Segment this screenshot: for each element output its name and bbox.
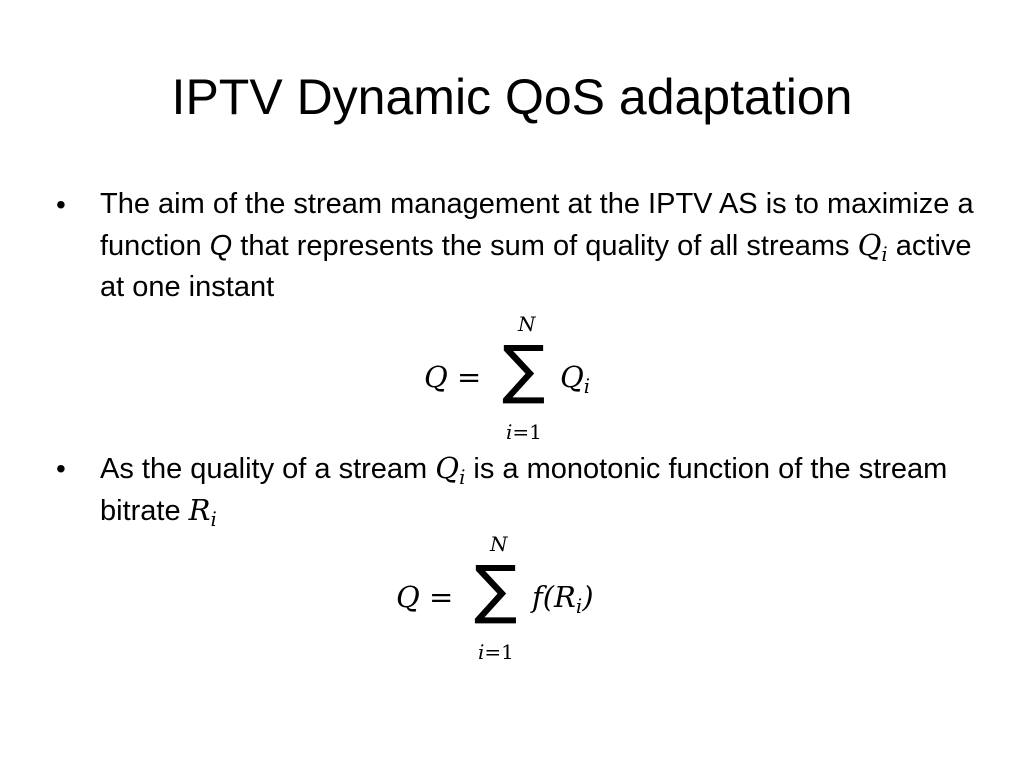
sum-index: i (506, 420, 513, 444)
math-base: f(R (532, 580, 576, 614)
math-subscript: i (210, 507, 217, 531)
slide-title: IPTV Dynamic QoS adaptation (171, 69, 853, 125)
bullet-text-part: is a monotonic function of the stream bi… (100, 453, 948, 527)
math-base: R (188, 493, 211, 527)
bullet-item-1: • The aim of the stream management at th… (56, 184, 976, 308)
sum-lower-limit: i=1 (478, 642, 514, 662)
bullet-text: The aim of the stream management at the … (100, 184, 976, 308)
math-subscript: i (459, 465, 466, 489)
formula-rhs: f(Ri) (532, 580, 594, 616)
sum-index-start: =1 (484, 640, 514, 664)
sum-formula-2: Q = N ∑ i=1 f(Ri) (396, 532, 646, 662)
sum-index: i (478, 640, 485, 664)
bullet-text: As the quality of a stream Qi is a monot… (100, 448, 976, 532)
bullet-marker: • (56, 453, 66, 484)
summation-symbol: ∑ (502, 333, 546, 407)
math-base: Q (857, 228, 882, 262)
formula-lhs: Q = (396, 580, 454, 614)
bullet-text-part: As the quality of a stream (100, 453, 436, 485)
sum-lower-limit: i=1 (506, 422, 542, 442)
math-symbol-qi: Qi (857, 228, 888, 264)
math-symbol-ri: Ri (188, 493, 217, 529)
math-symbol-qi: Qi (435, 451, 465, 487)
sum-upper-limit: N (490, 532, 508, 556)
bullet-text-part: The aim of the stream management at the … (100, 188, 974, 262)
math-subscript: i (881, 242, 888, 266)
sum-index-start: =1 (512, 420, 542, 444)
math-subscript: i (583, 374, 591, 398)
math-base: Q (560, 360, 584, 394)
summation-symbol: ∑ (474, 553, 518, 627)
formula-lhs: Q = (424, 360, 482, 394)
bullet-marker: • (56, 189, 66, 220)
math-base: Q (435, 451, 460, 485)
math-symbol-q: Q (209, 230, 233, 262)
bullet-text-part: that represents the sum of quality of al… (232, 230, 858, 262)
math-subscript: i (575, 594, 583, 618)
bullet-text-part: active at one instant (100, 230, 972, 303)
sum-upper-limit: N (518, 312, 536, 336)
bullet-item-2: • As the quality of a stream Qi is a mon… (56, 448, 976, 532)
sum-formula-1: Q = N ∑ i=1 Qi (424, 312, 614, 442)
formula-rhs: Qi (560, 360, 590, 396)
math-tail: ) (582, 580, 594, 614)
